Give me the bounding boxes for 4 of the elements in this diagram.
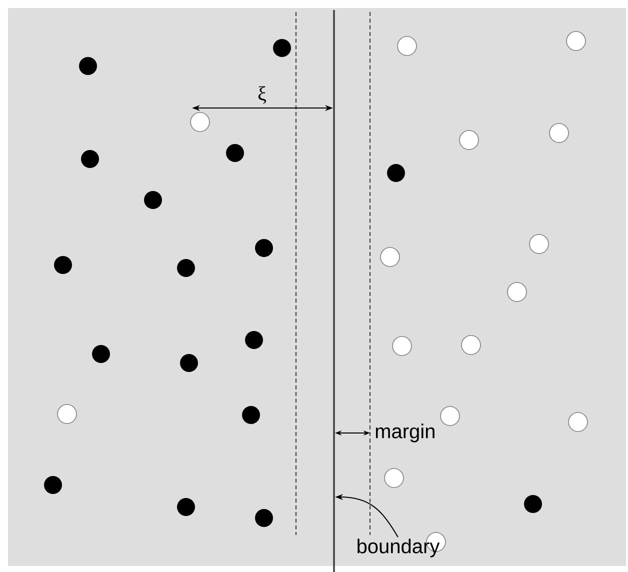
slack-label: ξ (258, 86, 266, 104)
boundary-line (333, 10, 335, 572)
boundary-label: boundary (358, 538, 440, 558)
margin-label: margin (376, 424, 434, 442)
